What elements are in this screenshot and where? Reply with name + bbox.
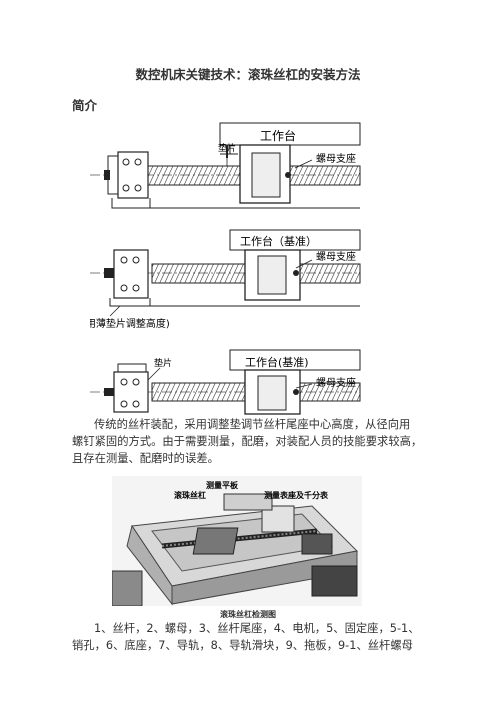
label-shim-note: (用薄垫片调整高度): [90, 317, 170, 330]
paragraph-parts-list: 1、丝杆，2、螺母，3、丝杆尾座，4、电机，5、固定座，5-1、 销孔，6、底座…: [72, 620, 432, 654]
label-shim: 垫片: [154, 357, 172, 369]
label-nut-seat: 螺母支座: [316, 376, 356, 389]
figure-shim-adjustment-2: 工作台（基准） 螺母支座 (用薄垫片调整高度): [90, 229, 361, 330]
paragraph-traditional-assembly: 传统的丝杆装配，采用调整垫调节丝杆尾座中心高度，从径向用 螺钉紧固的方式。由于需…: [72, 416, 432, 467]
label-screw: 滚珠丝杠: [174, 490, 206, 500]
label-table: 工作台（基准）: [240, 234, 317, 248]
paragraph2-line2: 销孔，6、底座，7、导轨，8、导轨滑块，9、拖板，9-1、丝杆螺母: [72, 639, 413, 652]
label-table: 工作台(基准): [245, 355, 309, 369]
photo-caption: 滚珠丝杠检测图: [220, 610, 276, 619]
paragraph1-line1: 传统的丝杆装配，采用调整垫调节丝杆尾座中心高度，从径向用: [94, 418, 411, 431]
label-plate: 测量平板: [206, 480, 239, 490]
paragraph2-line1: 1、丝杆，2、螺母，3、丝杆尾座，4、电机，5、固定座，5-1、: [94, 622, 420, 635]
figure-shim-adjustment-1: 垫片 工作台 螺母支座: [90, 122, 361, 209]
paragraph1-line2: 螺钉紧固的方式。由于需要测量，配磨，对装配人员的技能要求较高，: [72, 435, 423, 448]
section-heading: 简介: [72, 98, 98, 113]
label-gauge: 测量表座及千分表: [264, 490, 329, 500]
paragraph1-line3: 且存在测量、配磨时的误差。: [72, 452, 219, 465]
document-title: 数控机床关键技术：滚珠丝杠的安装方法: [135, 67, 361, 82]
figure-shim-adjustment-3: 垫片 工作台(基准) 螺母支座: [90, 349, 361, 415]
label-shim: 垫片: [218, 142, 236, 154]
label-nut-seat: 螺母支座: [316, 152, 356, 165]
label-nut-seat: 螺母支座: [316, 250, 356, 263]
label-table: 工作台: [260, 128, 296, 143]
ball-screw-inspection-photo: 测量平板 滚珠丝杠 测量表座及千分表: [112, 476, 362, 606]
